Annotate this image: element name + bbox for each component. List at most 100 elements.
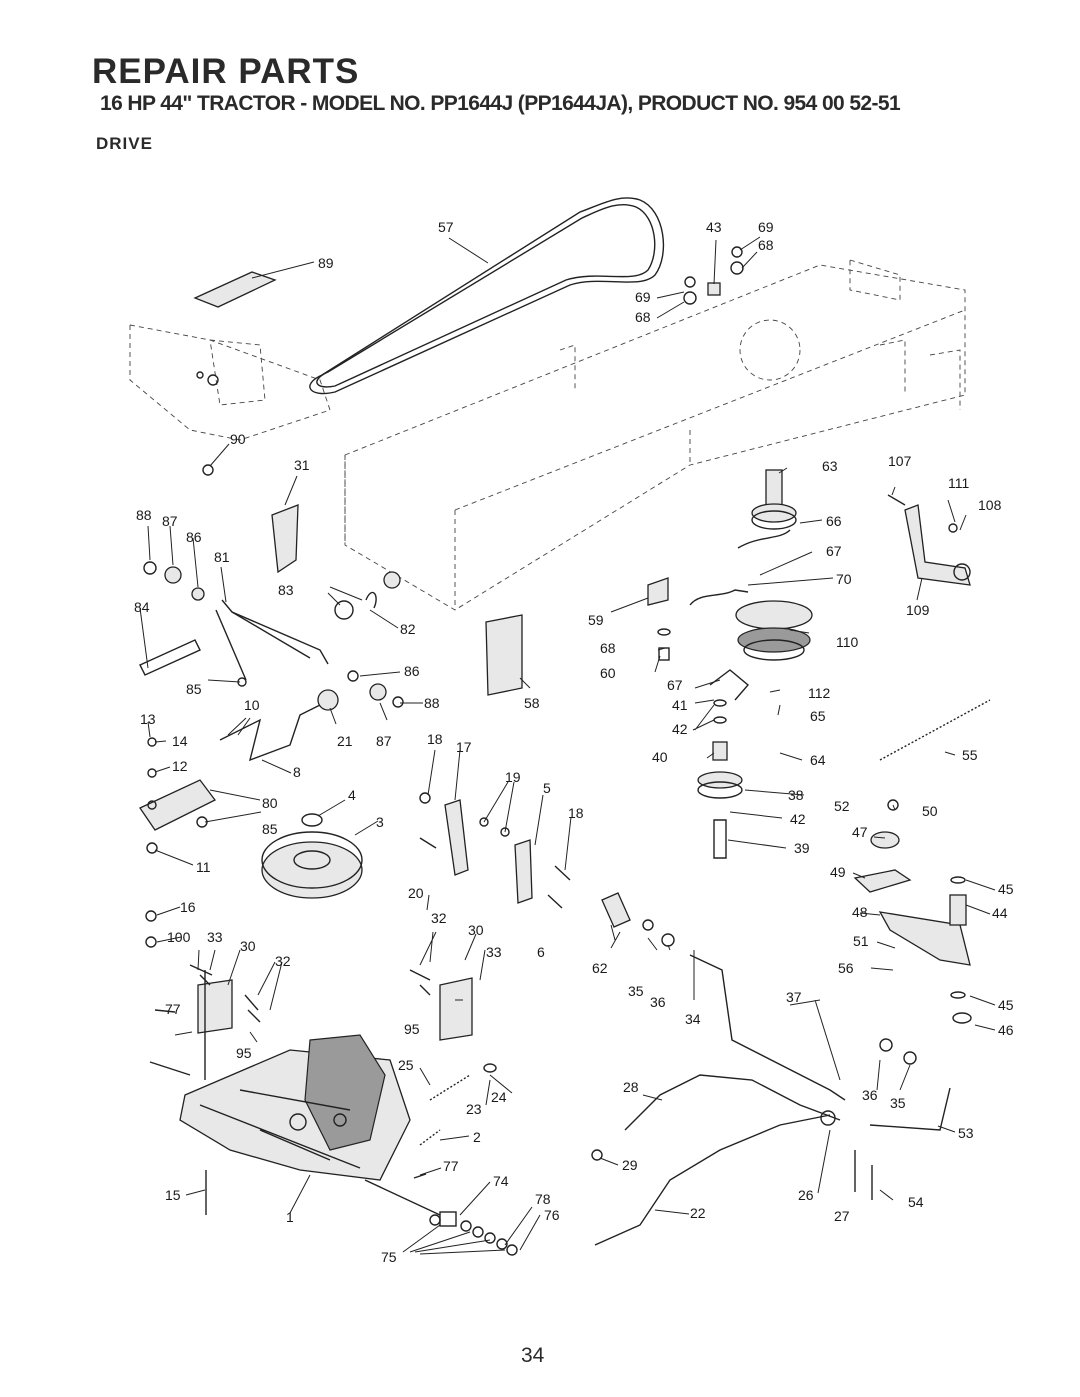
callout-36: 36 <box>650 994 666 1010</box>
callout-64: 64 <box>810 752 826 768</box>
callout-18: 18 <box>568 805 584 821</box>
callout-54: 54 <box>908 1194 924 1210</box>
callout-76: 76 <box>544 1207 560 1223</box>
callout-43: 43 <box>706 219 722 235</box>
callout-35: 35 <box>628 983 644 999</box>
callout-89: 89 <box>318 255 334 271</box>
callout-82: 82 <box>400 621 416 637</box>
callout-55: 55 <box>962 747 978 763</box>
right-brackets <box>853 494 972 1065</box>
page-title: REPAIR PARTS <box>92 52 360 91</box>
clutch-pulley-stack <box>689 469 813 859</box>
callout-31: 31 <box>294 457 310 473</box>
callout-39: 39 <box>794 840 810 856</box>
callout-45: 45 <box>998 997 1014 1013</box>
callout-77: 77 <box>443 1158 459 1174</box>
callout-83: 83 <box>278 582 294 598</box>
callout-108: 108 <box>978 497 1002 513</box>
middle-brackets <box>189 792 571 1041</box>
callout-16: 16 <box>180 899 196 915</box>
callout-66: 66 <box>826 513 842 529</box>
callout-40: 40 <box>652 749 668 765</box>
callout-45: 45 <box>998 881 1014 897</box>
callout-95: 95 <box>404 1021 420 1037</box>
callout-50: 50 <box>922 803 938 819</box>
callout-68: 68 <box>600 640 616 656</box>
callout-4: 4 <box>348 787 356 803</box>
callout-69: 69 <box>635 289 651 305</box>
callout-37: 37 <box>786 989 802 1005</box>
tractor-frame <box>344 259 966 611</box>
callout-47: 47 <box>852 824 868 840</box>
page-number: 34 <box>521 1344 545 1367</box>
callout-100: 100 <box>167 929 191 945</box>
callout-12: 12 <box>172 758 188 774</box>
callout-5: 5 <box>543 780 551 796</box>
callout-52: 52 <box>834 798 850 814</box>
callout-70: 70 <box>836 571 852 587</box>
callout-109: 109 <box>906 602 930 618</box>
callout-6: 6 <box>537 944 545 960</box>
callout-69: 69 <box>758 219 774 235</box>
callout-90: 90 <box>230 431 246 447</box>
callout-48: 48 <box>852 904 868 920</box>
callout-20: 20 <box>408 885 424 901</box>
callout-111: 111 <box>948 475 969 491</box>
callout-86: 86 <box>186 529 202 545</box>
transaxle-pulley <box>261 813 363 899</box>
hood-bracket <box>129 271 331 441</box>
callout-15: 15 <box>165 1187 181 1203</box>
callout-13: 13 <box>140 711 156 727</box>
callout-65: 65 <box>810 708 826 724</box>
springs <box>419 699 991 1146</box>
callout-42: 42 <box>790 811 806 827</box>
callout-59: 59 <box>588 612 604 628</box>
callout-49: 49 <box>830 864 846 880</box>
callout-57: 57 <box>438 219 454 235</box>
callout-81: 81 <box>214 549 230 565</box>
callout-107: 107 <box>888 453 912 469</box>
transaxle <box>149 970 441 1216</box>
callout-29: 29 <box>622 1157 638 1173</box>
callout-51: 51 <box>853 933 869 949</box>
callout-labels: 57 43 69 68 89 69 68 90 31 6 3 107 111 10… <box>134 219 1014 1265</box>
callout-33: 33 <box>486 944 502 960</box>
callout-44: 44 <box>992 905 1008 921</box>
callout-58: 58 <box>524 695 540 711</box>
callout-85: 85 <box>262 821 278 837</box>
callout-112: 112 <box>808 685 831 701</box>
callout-74: 74 <box>493 1173 509 1189</box>
callout-67: 67 <box>826 543 842 559</box>
callout-41: 41 <box>672 697 688 713</box>
callout-19: 19 <box>505 769 521 785</box>
callout-85: 85 <box>186 681 202 697</box>
top-hardware <box>202 246 744 476</box>
callout-23: 23 <box>466 1101 482 1117</box>
callout-67: 67 <box>667 677 683 693</box>
callout-56: 56 <box>838 960 854 976</box>
callout-22: 22 <box>690 1205 706 1221</box>
callout-8: 8 <box>293 764 301 780</box>
callout-38: 38 <box>788 787 804 803</box>
callout-3: 3 <box>376 814 384 830</box>
callout-68: 68 <box>758 237 774 253</box>
callout-32: 32 <box>431 910 447 926</box>
callout-62: 62 <box>592 960 608 976</box>
callout-2: 2 <box>473 1129 481 1145</box>
callout-25: 25 <box>398 1057 414 1073</box>
drive-belt <box>309 197 665 395</box>
callout-30: 30 <box>240 938 256 954</box>
callout-32: 32 <box>275 953 291 969</box>
part-109 <box>904 504 971 586</box>
callout-26: 26 <box>798 1187 814 1203</box>
callout-77: 77 <box>165 1001 181 1017</box>
callout-35: 35 <box>890 1095 906 1111</box>
callout-24: 24 <box>491 1089 507 1105</box>
callout-34: 34 <box>685 1011 701 1027</box>
callout-17: 17 <box>456 739 472 755</box>
callout-110: 110 <box>836 634 859 650</box>
callout-11: 11 <box>196 859 211 875</box>
callout-10: 10 <box>244 697 260 713</box>
callout-60: 60 <box>600 665 616 681</box>
callout-86: 86 <box>404 663 420 679</box>
